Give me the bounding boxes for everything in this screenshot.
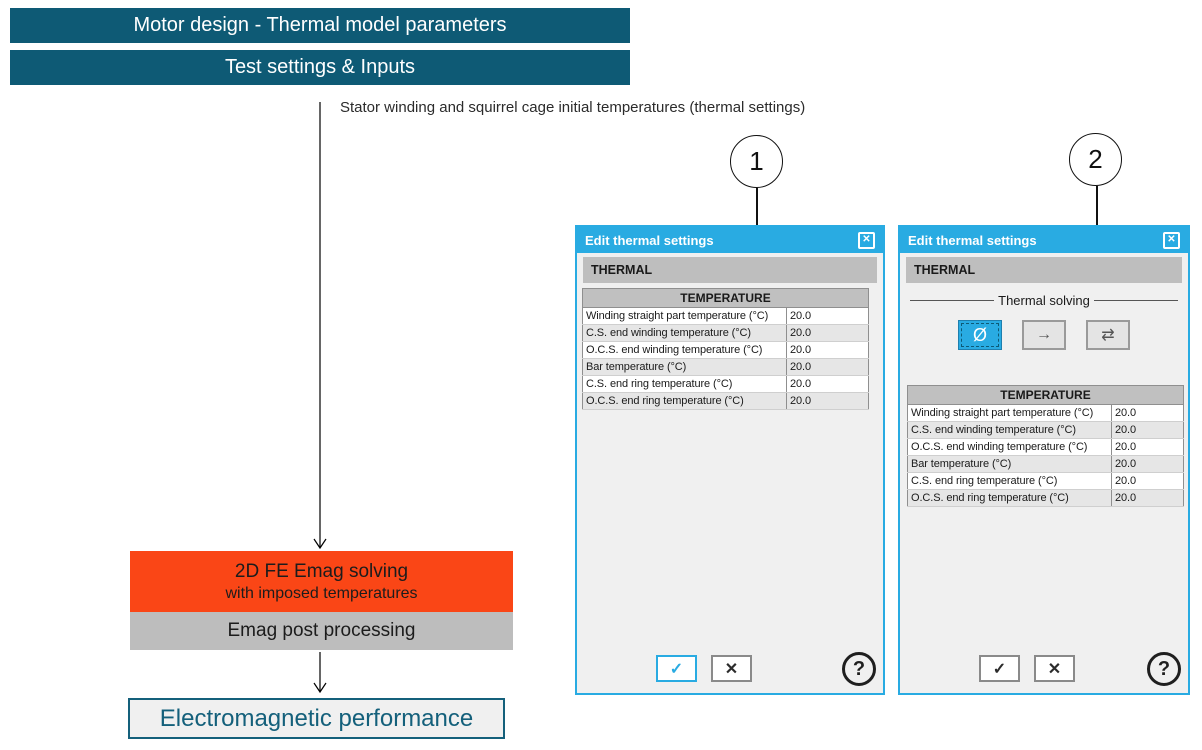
dialog1-thermal-section-header: THERMAL [583,257,877,283]
help-button[interactable]: ? [1147,652,1181,686]
param-value[interactable]: 20.0 [1111,404,1184,422]
table-row: C.S. end ring temperature (°C)20.0 [907,472,1184,490]
emag-post-processing-box: Emag post processing [130,612,513,650]
table-row: Winding straight part temperature (°C)20… [582,307,869,325]
param-label: Winding straight part temperature (°C) [907,404,1112,422]
callout-1-label: 1 [749,146,764,176]
table-row: C.S. end winding temperature (°C)20.0 [907,421,1184,439]
edit-thermal-settings-dialog-2: Edit thermal settings ✕ THERMAL Thermal … [898,225,1190,695]
edit-thermal-settings-dialog-1: Edit thermal settings ✕ THERMAL TEMPERAT… [575,225,885,695]
param-label: Bar temperature (°C) [907,455,1112,473]
param-label: O.C.S. end ring temperature (°C) [582,392,787,410]
dialog1-title-bar[interactable]: Edit thermal settings ✕ [577,227,883,253]
temperature-table-header: TEMPERATURE [906,385,1185,405]
param-label: O.C.S. end ring temperature (°C) [907,489,1112,507]
solving-one-way-button[interactable]: → [1022,320,1066,350]
solving-none-button[interactable]: Ø [958,320,1002,350]
electromagnetic-performance-label: Electromagnetic performance [159,704,474,732]
solving-two-way-button[interactable]: ⇄ [1086,320,1130,350]
legend-line-left [910,300,995,301]
dialog2-thermal-section-header: THERMAL [906,257,1182,283]
thermal-solving-group: Thermal solving [900,293,1188,308]
header-bar-motor-design: Motor design - Thermal model parameters [10,8,630,43]
param-label: Winding straight part temperature (°C) [582,307,787,325]
param-label: C.S. end winding temperature (°C) [582,324,787,342]
flow-annotation: Stator winding and squirrel cage initial… [340,99,806,116]
emag-solving-line1: 2D FE Emag solving [234,561,409,583]
thermal-solving-legend: Thermal solving [998,293,1090,308]
callout-line-1 [756,188,758,233]
param-value[interactable]: 20.0 [1111,438,1184,456]
question-mark-icon: ? [1157,657,1171,680]
double-arrow-icon: ⇄ [1101,327,1115,344]
param-value[interactable]: 20.0 [786,307,869,325]
legend-line-right [1093,300,1179,301]
help-button[interactable]: ? [842,652,876,686]
table-row: O.C.S. end winding temperature (°C)20.0 [582,341,869,359]
param-label: O.C.S. end winding temperature (°C) [582,341,787,359]
emag-solving-line2: with imposed temperatures [225,584,418,602]
emag-post-processing-label: Emag post processing [227,620,416,641]
callout-circle-2: 2 [1069,133,1122,186]
header-bar-motor-design-label: Motor design - Thermal model parameters [133,14,507,36]
param-label: C.S. end ring temperature (°C) [582,375,787,393]
ok-button[interactable]: ✓ [979,655,1020,682]
dialog1-thermal-section-label: THERMAL [591,263,653,277]
header-bar-test-settings: Test settings & Inputs [10,50,630,85]
table-row: Winding straight part temperature (°C)20… [907,404,1184,422]
electromagnetic-performance-box: Electromagnetic performance [128,698,505,739]
slashed-circle-icon: Ø [972,324,987,345]
check-icon: ✓ [669,660,684,678]
param-value[interactable]: 20.0 [786,358,869,376]
cancel-button[interactable]: ✕ [711,655,752,682]
callout-circle-1: 1 [730,135,783,188]
callout-line-2 [1096,186,1098,232]
table-row: Bar temperature (°C)20.0 [907,455,1184,473]
table-header-row: TEMPERATURE [581,288,870,308]
param-label: Bar temperature (°C) [582,358,787,376]
param-value[interactable]: 20.0 [1111,489,1184,507]
param-value[interactable]: 20.0 [786,341,869,359]
close-icon[interactable]: ✕ [1163,231,1180,249]
question-mark-icon: ? [852,657,866,680]
right-arrow-icon: → [1036,326,1052,343]
param-label: C.S. end winding temperature (°C) [907,421,1112,439]
header-bar-test-settings-label: Test settings & Inputs [224,56,416,78]
param-label: O.C.S. end winding temperature (°C) [907,438,1112,456]
ok-button[interactable]: ✓ [656,655,697,682]
table-row: C.S. end ring temperature (°C)20.0 [582,375,869,393]
table-row: O.C.S. end ring temperature (°C)20.0 [907,489,1184,507]
table-row: C.S. end winding temperature (°C)20.0 [582,324,869,342]
emag-solving-box: 2D FE Emag solving with imposed temperat… [130,551,513,612]
dialog2-temperature-table: TEMPERATURE Winding straight part temper… [906,385,1185,507]
cross-icon: ✕ [724,660,739,678]
dialog2-thermal-section-label: THERMAL [914,263,976,277]
check-icon: ✓ [992,660,1007,678]
cancel-button[interactable]: ✕ [1034,655,1075,682]
table-header-row: TEMPERATURE [906,385,1185,405]
param-value[interactable]: 20.0 [786,324,869,342]
close-icon[interactable]: ✕ [858,231,875,249]
table-row: Bar temperature (°C)20.0 [582,358,869,376]
flow-arrow-down-1 [313,102,327,550]
param-value[interactable]: 20.0 [1111,421,1184,439]
param-value[interactable]: 20.0 [1111,472,1184,490]
dialog1-temperature-table: TEMPERATURE Winding straight part temper… [581,288,870,410]
callout-2-label: 2 [1088,144,1103,174]
table-row: O.C.S. end winding temperature (°C)20.0 [907,438,1184,456]
flow-arrow-down-2 [313,652,327,694]
dialog2-title: Edit thermal settings [908,232,1037,248]
param-value[interactable]: 20.0 [786,375,869,393]
cross-icon: ✕ [1047,660,1062,678]
param-value[interactable]: 20.0 [1111,455,1184,473]
dialog1-title: Edit thermal settings [585,232,714,248]
param-value[interactable]: 20.0 [786,392,869,410]
param-label: C.S. end ring temperature (°C) [907,472,1112,490]
dialog2-title-bar[interactable]: Edit thermal settings ✕ [900,227,1188,253]
table-row: O.C.S. end ring temperature (°C)20.0 [582,392,869,410]
temperature-table-header: TEMPERATURE [581,288,870,308]
thermal-solving-buttons: Ø → ⇄ [900,320,1188,350]
